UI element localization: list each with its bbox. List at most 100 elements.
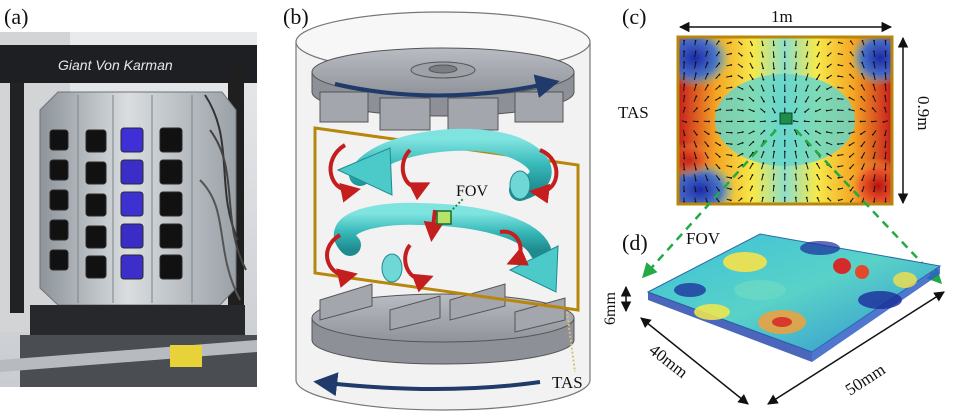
quiver-arrowhead (763, 129, 766, 132)
quiver-arrowhead (772, 196, 775, 199)
quiver-arrow (873, 174, 876, 181)
quiver-arrow (737, 109, 743, 112)
quiver-arrowhead (871, 133, 874, 136)
quiver-arrowhead (815, 162, 818, 165)
quiver-arrowhead (730, 143, 733, 146)
quiver-arrowhead (860, 84, 863, 87)
quiver-arrowhead (706, 39, 709, 42)
quiver-arrow (816, 62, 821, 69)
quiver-arrowhead (871, 107, 874, 110)
quiver-arrowhead (696, 120, 699, 123)
quiver-arrow (748, 141, 754, 147)
quiver-arrowhead (706, 156, 709, 159)
quiver-arrowhead (872, 61, 875, 64)
quiver-arrow (849, 131, 855, 134)
quiver-arrowhead (730, 154, 733, 157)
quiver-arrow (772, 51, 775, 58)
quiver-arrowhead (793, 111, 796, 114)
fov-label-b: FOV (456, 183, 488, 200)
quiver-arrowhead (837, 86, 839, 89)
quiver-arrowhead (815, 78, 818, 81)
quiver-arrowhead (837, 176, 840, 179)
quiver-arrow (815, 108, 822, 112)
quiver-arrow (704, 152, 709, 158)
quiver-arrowhead (741, 174, 743, 177)
quiver-arrow (860, 96, 866, 102)
quiver-arrow (703, 108, 710, 113)
quiver-arrowhead (826, 54, 829, 57)
quiver-arrow (884, 140, 887, 147)
quiver-arrow (815, 141, 821, 147)
fov-3d-surface (646, 233, 942, 362)
quiver-arrowhead (837, 154, 840, 157)
quiver-arrowhead (683, 190, 686, 193)
quiver-arrowhead (683, 179, 686, 182)
quiver-arrowhead (706, 61, 709, 64)
quiver-arrowhead (873, 201, 875, 203)
quiver-arrow (884, 162, 887, 170)
quiver-arrowhead (805, 151, 807, 153)
quiver-arrowhead (718, 167, 721, 170)
quiver-arrow (737, 142, 743, 146)
quiver-arrowhead (860, 145, 863, 148)
quiver-arrowhead (740, 197, 743, 200)
quiver-arrowhead (872, 83, 875, 86)
quiver-arrowhead (783, 184, 786, 187)
quiver-arrowhead (826, 77, 829, 79)
quiver-arrow (873, 162, 876, 170)
quiver-arrowhead (837, 109, 839, 111)
quiver-arrowhead (872, 95, 875, 98)
quiver-arrow (861, 174, 865, 181)
quiver-arrowhead (816, 185, 819, 188)
quiver-arrowhead (751, 78, 754, 81)
quiver-arrowhead (762, 44, 764, 47)
quiver-arrowhead (718, 155, 721, 158)
quiver-arrow (805, 174, 809, 181)
zoom-line-left (641, 129, 777, 279)
quiver-arrowhead (859, 133, 862, 136)
x-extent-arrow (767, 291, 945, 405)
quiver-arrowhead (837, 64, 840, 66)
quiver-arrowhead (764, 120, 766, 123)
quiver-arrowhead (752, 140, 755, 143)
quiver-arrowhead (794, 173, 797, 176)
quiver-arrowhead (827, 43, 829, 46)
quiver-arrowhead (751, 66, 754, 69)
quiver-arrowhead (883, 106, 886, 109)
quiver-arrowhead (884, 50, 887, 53)
quiver-arrow (694, 185, 697, 192)
quiver-arrow (748, 85, 754, 91)
quiver-arrow (826, 86, 833, 90)
quiver-arrowhead (762, 78, 765, 81)
quiver-arrow (748, 96, 754, 102)
quiver-arrow (772, 174, 775, 181)
quiver-arrow (826, 131, 833, 134)
quiver-arrowhead (837, 52, 840, 55)
quiver-arrowhead (762, 162, 765, 165)
quiver-arrow (759, 108, 765, 113)
quiver-arrowhead (719, 96, 721, 99)
quiver-arrowhead (872, 72, 875, 75)
quiver-arrowhead (762, 89, 765, 92)
quiver-arrowhead (805, 196, 808, 199)
quiver-arrowhead (717, 200, 720, 203)
quiver-arrowhead (837, 41, 840, 44)
quiver-arrow (761, 174, 764, 181)
quiver-arrowhead (849, 73, 851, 76)
quiver-arrow (873, 51, 876, 58)
quiver-arrow (805, 151, 809, 159)
quiver-arrow (794, 95, 798, 103)
quiver-arrowhead (848, 144, 851, 147)
quiver-arrow (714, 108, 721, 112)
quiver-arrowhead (848, 108, 851, 111)
quiver-arrowhead (814, 120, 817, 123)
quiver-arrow (872, 130, 877, 136)
quiver-arrowhead (741, 88, 744, 90)
quiver-arrowhead (783, 139, 786, 142)
velocity-quiver (681, 39, 888, 203)
quiver-arrowhead (695, 157, 697, 160)
quiver-arrowhead (884, 72, 887, 75)
quiver-arrow (693, 130, 698, 136)
quiver-arrow (861, 152, 866, 158)
quiver-arrow (794, 84, 798, 92)
